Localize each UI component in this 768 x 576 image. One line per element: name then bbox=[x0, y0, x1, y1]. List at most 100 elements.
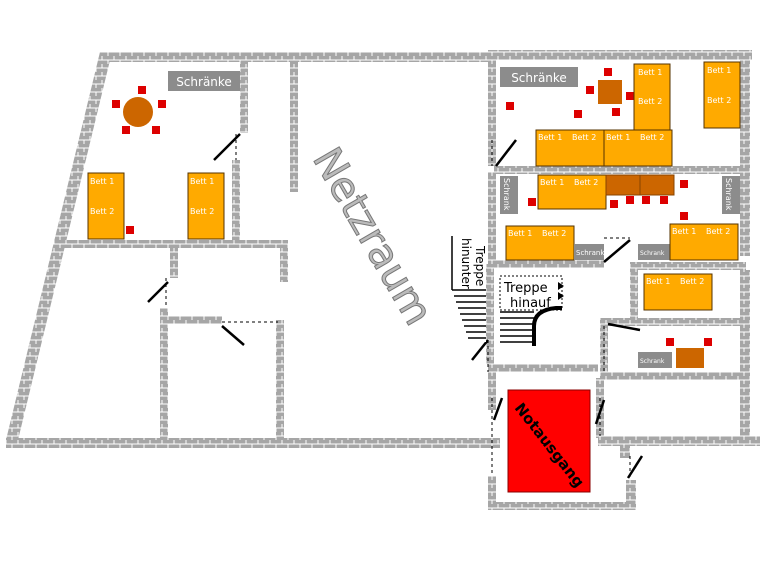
bed-label: Bett 1 bbox=[540, 178, 564, 187]
chair bbox=[152, 126, 160, 134]
wall-right-v3 bbox=[600, 318, 608, 378]
cabinet-label: Schrank bbox=[640, 250, 665, 257]
door-dashes bbox=[165, 134, 631, 480]
wardrobe-right bbox=[500, 67, 578, 87]
bed-label: Bett 1 bbox=[606, 133, 630, 142]
cabinet-label: Schrank bbox=[640, 358, 665, 365]
chair bbox=[680, 212, 688, 220]
bed-block bbox=[643, 273, 713, 311]
bed-label: Bett 1 bbox=[538, 133, 562, 142]
stairs-down: Treppe hinunter bbox=[451, 236, 487, 342]
door-swing bbox=[603, 239, 631, 263]
table bbox=[598, 80, 622, 104]
door-swing bbox=[607, 322, 641, 332]
wall-right-h2b bbox=[632, 262, 746, 270]
wall-right-outer-2 bbox=[740, 270, 750, 440]
wall-right-outer bbox=[740, 56, 750, 256]
wall-right-h1 bbox=[494, 166, 746, 174]
bed-block bbox=[703, 61, 741, 129]
chair bbox=[626, 196, 634, 204]
chair bbox=[112, 100, 120, 108]
bed-block bbox=[505, 225, 575, 261]
wall-exit-right-top bbox=[620, 444, 630, 458]
wall-right-h4 bbox=[602, 372, 746, 380]
cabinet-label: Schrank bbox=[724, 178, 733, 211]
chair bbox=[626, 92, 634, 100]
chair bbox=[666, 338, 674, 346]
stairs-up-box bbox=[499, 275, 563, 311]
bed-label: Bett 2 bbox=[680, 277, 704, 286]
wall-top-left bbox=[100, 52, 488, 62]
chair bbox=[704, 338, 712, 346]
chair bbox=[612, 108, 620, 116]
stairs-down-label: Treppe bbox=[473, 245, 487, 286]
emergency-exit: Notausgang bbox=[507, 389, 591, 493]
bed-label: Bett 2 bbox=[640, 133, 664, 142]
wall-right-h3 bbox=[604, 318, 744, 326]
chair bbox=[610, 200, 618, 208]
cabinet-label: Schrank bbox=[576, 249, 605, 257]
chair bbox=[574, 110, 582, 118]
bed-label: Bett 2 bbox=[190, 207, 214, 216]
bed-label: Bett 2 bbox=[574, 178, 598, 187]
bed-label: Bett 2 bbox=[572, 133, 596, 142]
right-middle-room: Schrank Schrank Bett 1 Bett 2 Bett 1 Bet… bbox=[500, 174, 740, 261]
chair bbox=[642, 196, 650, 204]
bed-label: Bett 1 bbox=[638, 68, 662, 77]
wall-left-inner-h bbox=[166, 316, 222, 324]
door-swing bbox=[147, 281, 169, 303]
wall-exit-bottom bbox=[488, 502, 636, 510]
table-long bbox=[605, 174, 641, 196]
chair bbox=[660, 196, 668, 204]
wall-exit-left bbox=[488, 372, 496, 410]
chair bbox=[138, 86, 146, 94]
bed-label: Bett 1 bbox=[90, 177, 114, 186]
wall-bottom bbox=[6, 438, 500, 448]
wall-bottom-right bbox=[598, 436, 760, 446]
stairs-down-steps bbox=[452, 236, 486, 342]
chair bbox=[158, 100, 166, 108]
cabinet bbox=[638, 352, 672, 368]
wall-right-h2 bbox=[494, 260, 604, 268]
wall-left-mid-horizontal bbox=[60, 240, 288, 248]
stairs-up-label: Treppe bbox=[503, 281, 548, 296]
wall-left-room-right bbox=[240, 58, 248, 133]
bed-block bbox=[87, 172, 125, 240]
cabinet-vertical bbox=[500, 176, 518, 214]
wall-left-room-right-2 bbox=[232, 160, 240, 245]
wall-exit-right bbox=[626, 480, 636, 510]
stairs-up: Treppe hinauf bbox=[499, 275, 564, 346]
wall-left-inner-v bbox=[280, 246, 288, 282]
netzraum-label: Netzraum bbox=[303, 140, 441, 333]
chair bbox=[586, 86, 594, 94]
wardrobe-label: Schränke bbox=[511, 71, 567, 85]
wardrobe-left bbox=[168, 71, 240, 91]
bed-label: Bett 1 bbox=[672, 227, 696, 236]
wall-right-v4 bbox=[596, 378, 604, 438]
bed-label: Bett 1 bbox=[707, 66, 731, 75]
bed-block bbox=[187, 172, 225, 240]
bed-label: Bett 1 bbox=[646, 277, 670, 286]
bed-label: Bett 2 bbox=[638, 97, 662, 106]
bed-label: Bett 2 bbox=[542, 229, 566, 238]
right-lower-room: Bett 1 Bett 2 Schrank bbox=[638, 273, 713, 368]
wall-stairs-bottom bbox=[488, 364, 598, 372]
cabinet-vertical bbox=[722, 176, 740, 214]
wall-left-mid-vertical-2 bbox=[160, 308, 168, 438]
wall-left-mid-vertical bbox=[170, 248, 178, 278]
emergency-exit-area bbox=[507, 389, 591, 493]
bed-label: Bett 2 bbox=[706, 227, 730, 236]
door-swing bbox=[495, 139, 517, 167]
wall-top-right bbox=[488, 50, 752, 60]
left-room: Schränke Bett 1 Bett 2 Bett 1 Bett 2 bbox=[87, 71, 240, 240]
bed-label: Bett 1 bbox=[508, 229, 532, 238]
bed-block bbox=[669, 223, 739, 261]
right-top-room: Schränke Bett 1 Bett 2 Bett 1 Bett 2 Bet… bbox=[500, 61, 741, 167]
walls bbox=[6, 50, 760, 510]
chair bbox=[122, 126, 130, 134]
door-swing bbox=[492, 397, 504, 421]
door-swing bbox=[221, 325, 245, 346]
wardrobe-label: Schränke bbox=[176, 75, 232, 89]
wall-exit-left-2 bbox=[488, 476, 496, 510]
chair bbox=[528, 198, 536, 206]
